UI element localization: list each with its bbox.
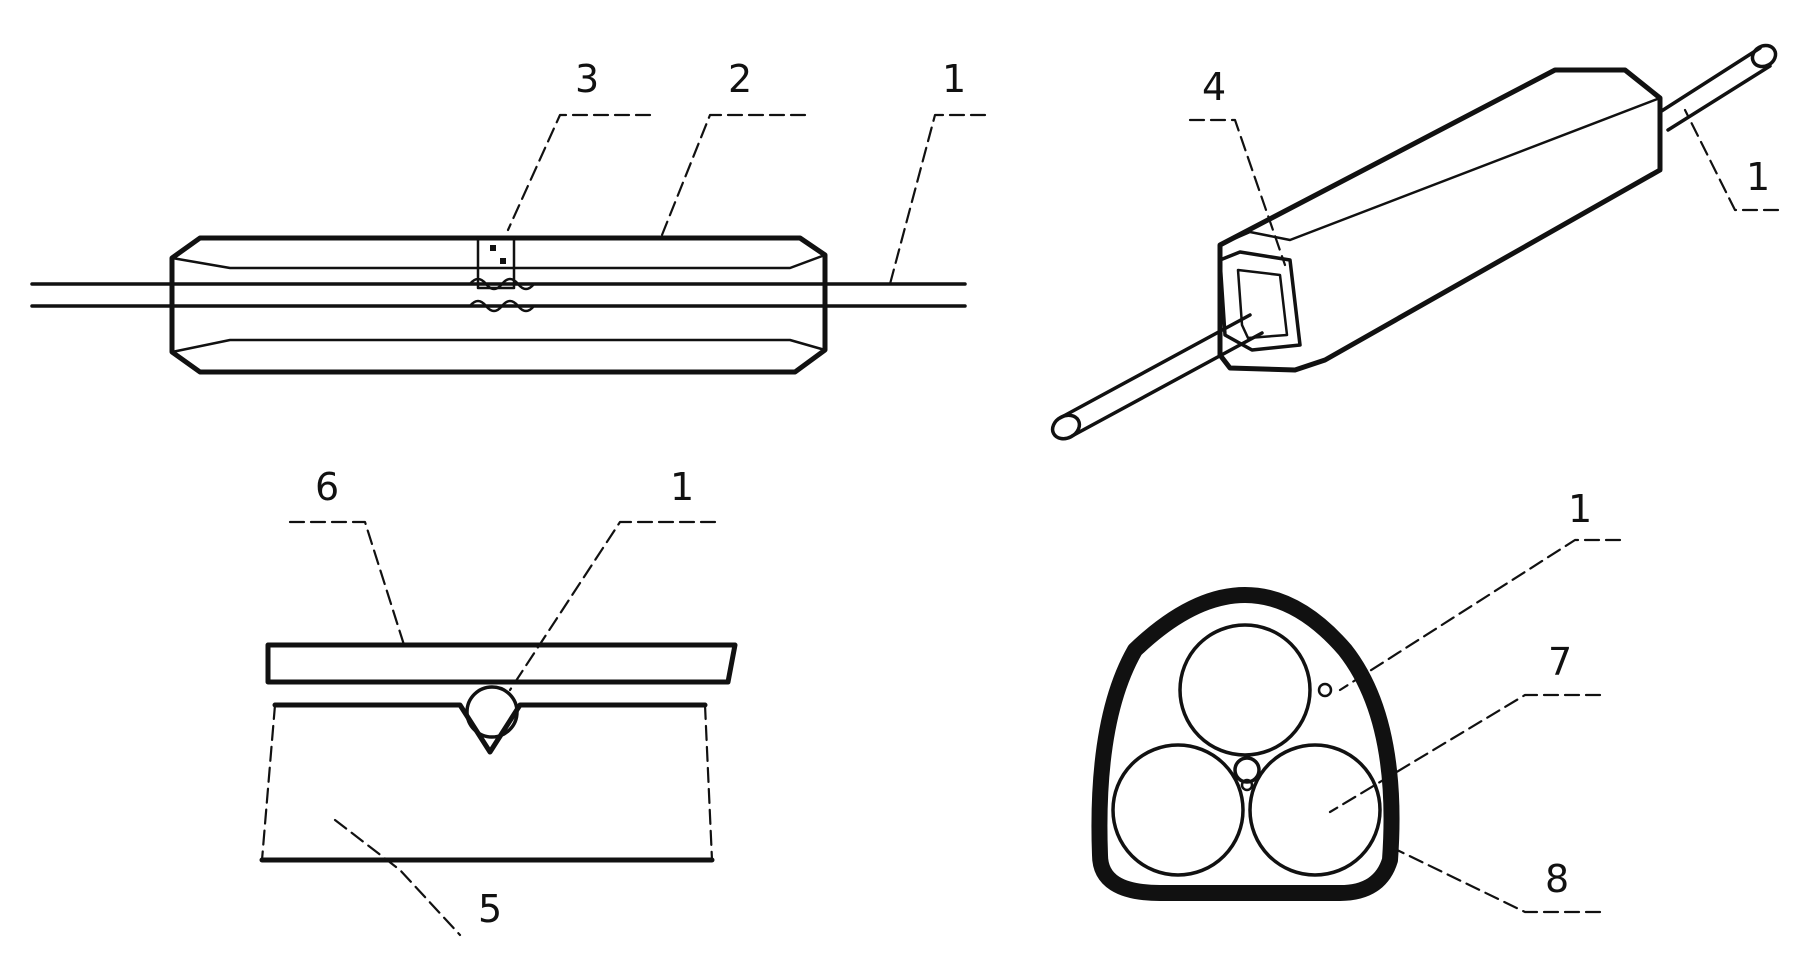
- leader-1d: [1338, 538, 1622, 692]
- rod-left: [1111, 743, 1245, 877]
- splice-dot: [490, 245, 496, 251]
- substrate-right-edge: [703, 703, 714, 862]
- sleeve-inner-upper: [170, 253, 827, 270]
- figure-three-rod-sleeve: 1 7 8: [1091, 487, 1622, 914]
- label-7: 7: [1548, 640, 1572, 684]
- rod-bottom-edge: [1070, 331, 1264, 438]
- sleeve-inner-lower: [170, 338, 827, 354]
- label-5: 5: [478, 887, 502, 931]
- leader-6: [288, 520, 407, 650]
- fiber-center: [1233, 756, 1261, 784]
- fiber-small: [1240, 778, 1254, 792]
- rod-right: [1248, 743, 1382, 877]
- label-3: 3: [575, 57, 599, 101]
- label-4: 4: [1202, 65, 1226, 109]
- rod-top: [1178, 623, 1312, 757]
- rod-back-end: [1750, 43, 1778, 69]
- label-1d: 1: [1568, 487, 1592, 531]
- leader-1b: [1683, 108, 1780, 212]
- substrate-top-edge: [272, 702, 708, 755]
- sleeve-inner-channel: [1236, 268, 1289, 340]
- label-2: 2: [728, 57, 752, 101]
- leader-5: [333, 818, 462, 937]
- rod-back-top: [1658, 46, 1762, 114]
- leader-3: [506, 113, 652, 232]
- top-plate: [265, 642, 738, 685]
- leader-4: [1188, 118, 1287, 267]
- sleeve-box-outline: [1217, 67, 1663, 373]
- rod-back-bottom: [1666, 64, 1772, 132]
- fiber-circle: [465, 685, 519, 739]
- label-1: 1: [942, 57, 966, 101]
- label-8: 8: [1545, 857, 1569, 901]
- label-1c: 1: [670, 465, 694, 509]
- outer-fiber: [1317, 682, 1333, 698]
- label-1b: 1: [1746, 155, 1770, 199]
- label-6: 6: [315, 465, 339, 509]
- figure-sleeve-side-view: 3 2 1: [30, 57, 987, 375]
- triangular-shell: [1091, 587, 1400, 901]
- figure-v-groove: 6 1 5: [259, 465, 738, 937]
- sleeve-front-opening: [1218, 250, 1302, 352]
- sleeve-box-top-ridge: [1218, 96, 1662, 247]
- sleeve-body: [169, 235, 828, 375]
- leader-1c: [508, 520, 717, 692]
- splice-dot: [500, 258, 506, 264]
- leader-8: [1391, 846, 1602, 914]
- leader-1: [888, 113, 987, 286]
- splice-weld-upper: [468, 277, 536, 291]
- leader-7: [1328, 693, 1602, 814]
- leader-2: [658, 113, 807, 242]
- rod-front-end: [1050, 413, 1082, 441]
- figure-sleeve-perspective: 4 1: [1050, 43, 1780, 441]
- splice-weld-lower: [468, 299, 536, 313]
- substrate-left-edge: [260, 703, 277, 862]
